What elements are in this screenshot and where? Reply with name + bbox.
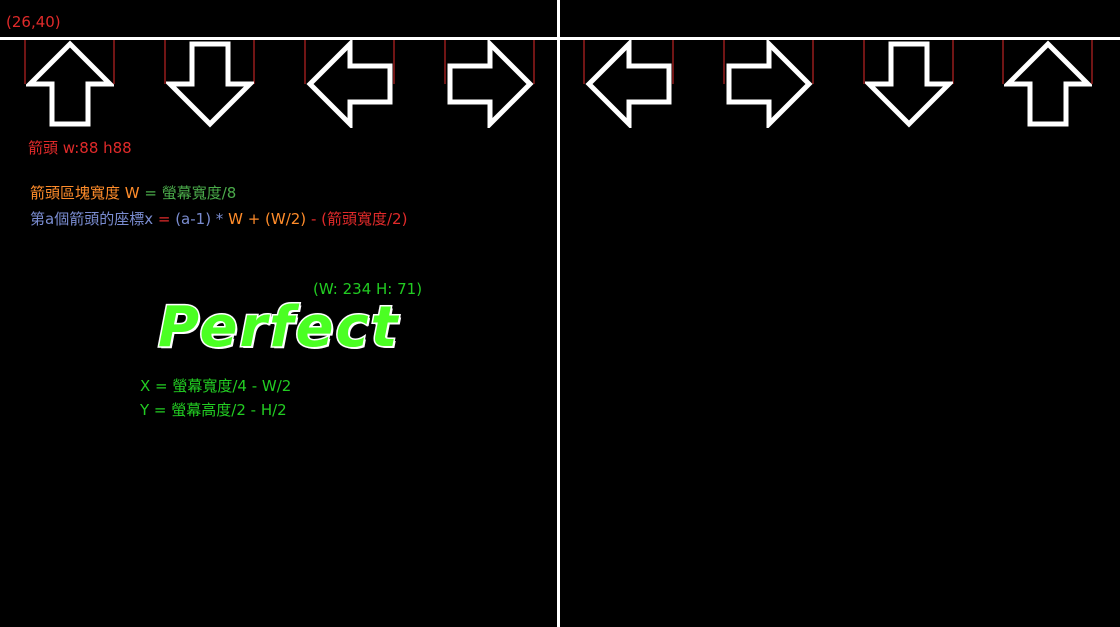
formula-segment: 螢幕寬度/8	[161, 184, 237, 202]
arrow-size-label: 箭頭 w:88 h88	[28, 139, 132, 157]
perfect-y-formula: Y = 螢幕高度/2 - H/2	[140, 401, 287, 419]
arrow-down-icon	[166, 41, 254, 128]
arrow-x-formula: 第a個箭頭的座標x = (a-1) * W + (W/2) - (箭頭寬度/2)	[30, 210, 407, 228]
formula-segment: -	[310, 210, 322, 228]
formula-segment: (a-1) *	[175, 210, 229, 228]
arrow-right-icon	[726, 40, 813, 128]
arrow-guide-lines	[24, 40, 1093, 84]
perfect-logo: Perfect	[156, 294, 400, 362]
perfect-x-formula: X = 螢幕寬度/4 - W/2	[140, 377, 292, 395]
formula-segment: W	[124, 184, 140, 202]
arrow-up-icon	[1004, 40, 1092, 127]
formula-segment: + (W/2)	[242, 210, 311, 228]
arrow-left-icon	[306, 40, 393, 128]
arrow-down-icon	[865, 41, 953, 128]
formula-segment: =	[139, 184, 162, 202]
formula-segment: 第a個箭頭的座標x	[30, 210, 154, 228]
perfect-dimensions-label: (W: 234 H: 71)	[313, 280, 423, 298]
formula-segment: W	[228, 210, 243, 228]
coordinate-label: (26,40)	[6, 13, 61, 31]
top-divider-line	[0, 37, 1120, 40]
arrow-left-icon	[585, 40, 672, 128]
arrow-right-icon	[447, 40, 534, 128]
block-width-formula: 箭頭區塊寬度 W = 螢幕寬度/8	[30, 184, 236, 202]
formula-segment: (箭頭寬度/2)	[321, 210, 408, 228]
formula-segment: =	[153, 210, 176, 228]
center-divider-line	[557, 0, 560, 627]
formula-segment: 箭頭區塊寬度	[30, 184, 125, 202]
arrow-up-icon	[26, 40, 114, 127]
